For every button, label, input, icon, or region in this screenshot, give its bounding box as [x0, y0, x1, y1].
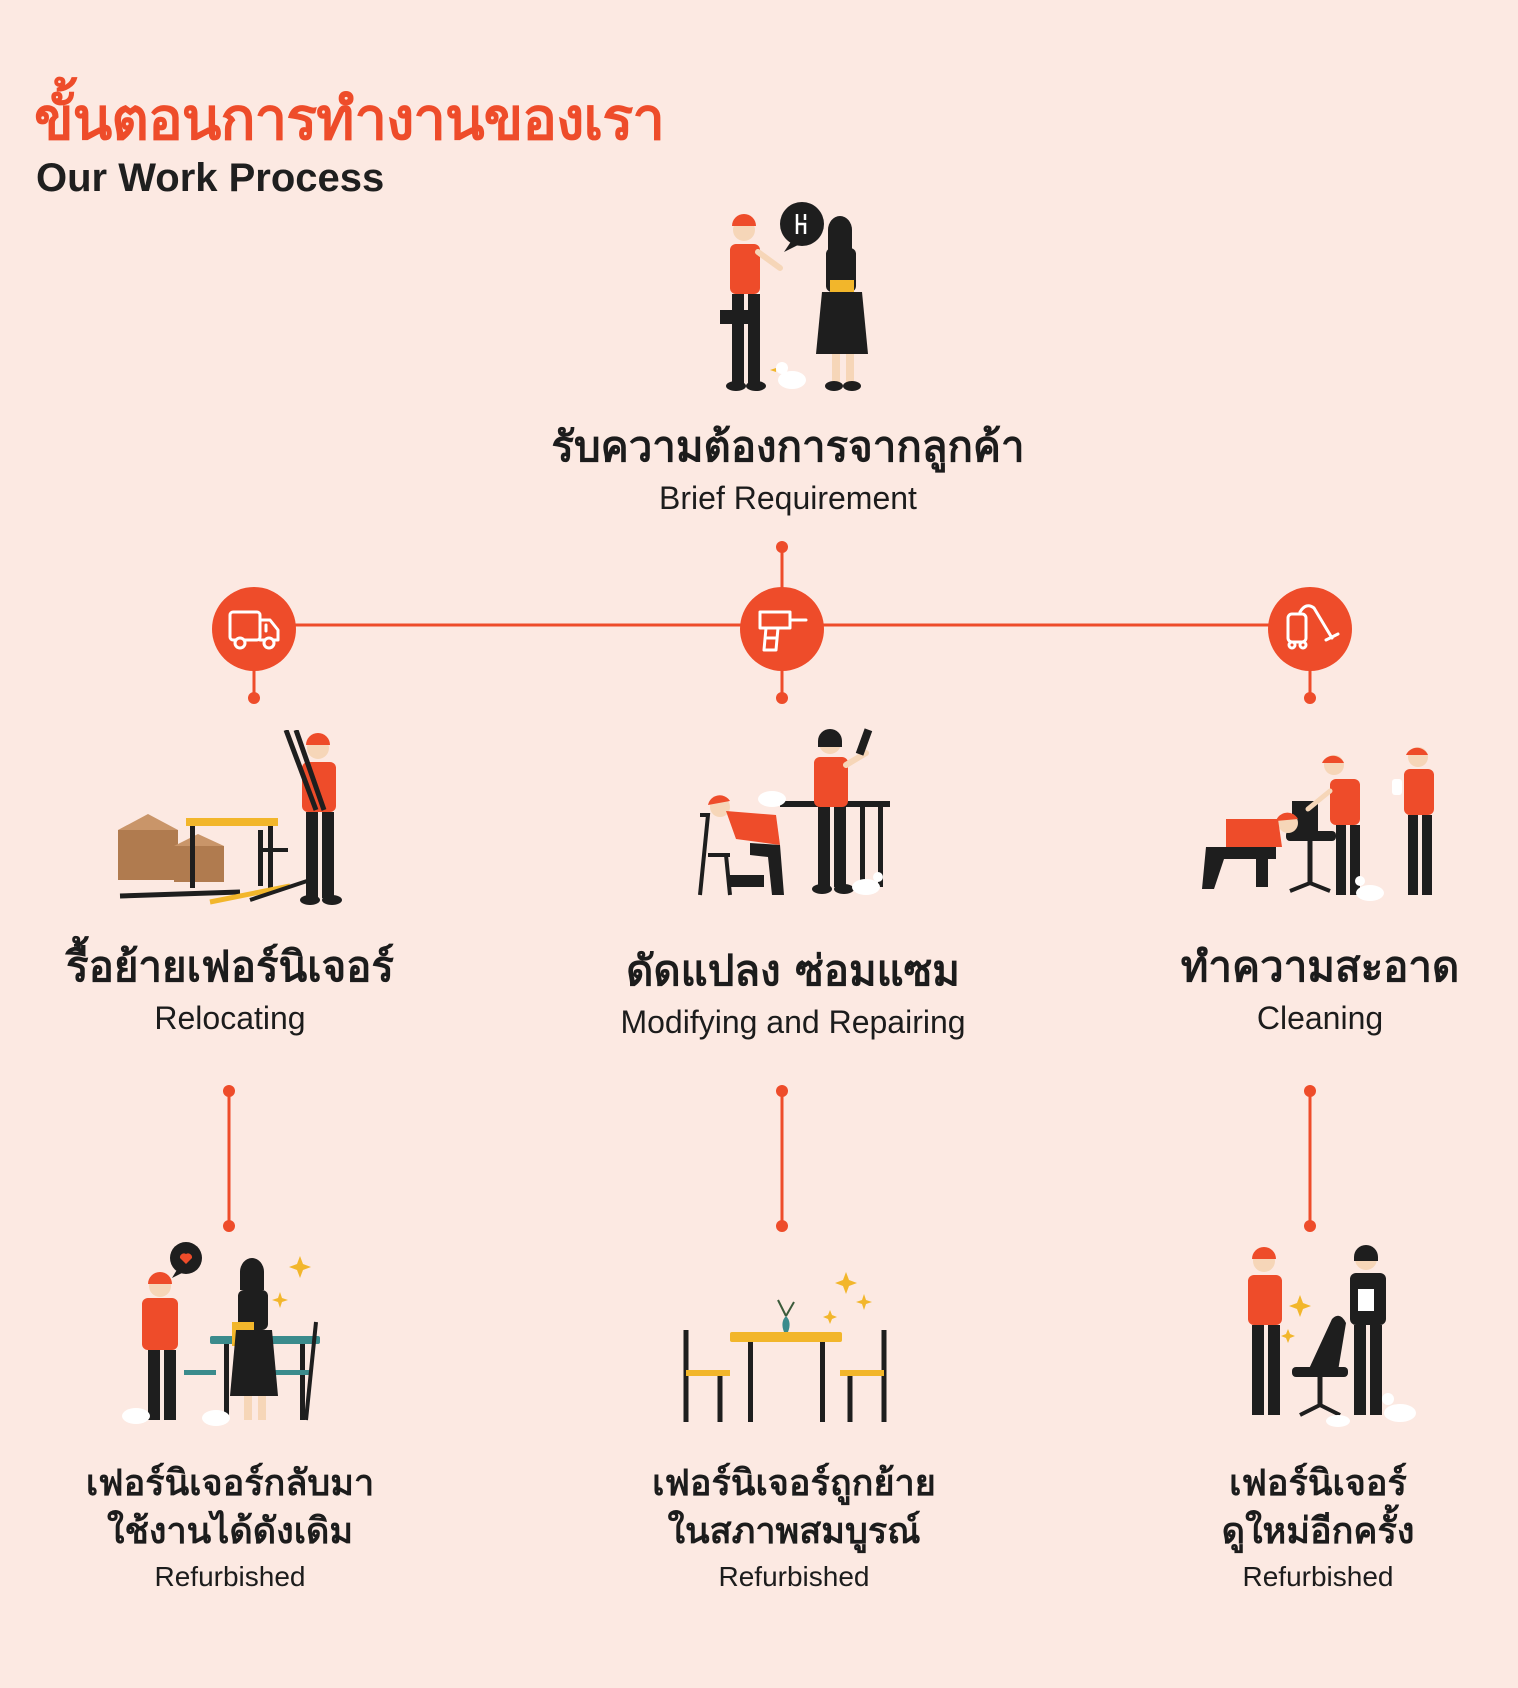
outcome-label-en: Refurbished: [154, 1561, 306, 1593]
outcome-label-en: Refurbished: [718, 1561, 870, 1593]
table-and-chairs-sparkling-illustration: [683, 1272, 887, 1422]
power-drill-icon: [740, 587, 824, 704]
step-label-en: Brief Requirement: [659, 480, 917, 517]
step-label-th: รื้อย้ายเฟอร์นิเจอร์: [66, 942, 394, 991]
outcome-3: เฟอร์นิเจอร์ ดูใหม่อีกครั้ง Refurbished: [1222, 1460, 1415, 1593]
connector-outcome-3: [1304, 1085, 1316, 1232]
worker-talking-with-customer-illustration: [720, 202, 868, 391]
workers-repairing-furniture-illustration: [698, 728, 890, 896]
step-label-th: ดัดแปลง ซ่อมแซม: [626, 946, 960, 995]
outcome-1: เฟอร์นิเจอร์กลับมา ใช้งานได้ดังเดิม Refu…: [86, 1460, 374, 1593]
workers-with-renewed-office-chair-illustration: [1248, 1245, 1416, 1427]
step-label-th: รับความต้องการจากลูกค้า: [551, 422, 1025, 471]
outcome-line2-th: ใช้งานได้ดังเดิม: [106, 1510, 354, 1552]
step-label-en: Modifying and Repairing: [620, 1004, 966, 1041]
connector-outcome-1: [223, 1085, 235, 1232]
step-relocating: รื้อย้ายเฟอร์นิเจอร์ Relocating: [66, 942, 394, 1037]
step-cleaning: ทำความสะอาด Cleaning: [1181, 942, 1460, 1037]
customer-happy-with-table-set-illustration: [122, 1242, 320, 1426]
outcome-line1-th: เฟอร์นิเจอร์กลับมา: [85, 1463, 375, 1504]
step-modifying-repairing: ดัดแปลง ซ่อมแซม Modifying and Repairing: [620, 946, 965, 1041]
outcome-label-en: Refurbished: [1242, 1561, 1394, 1593]
outcome-line2-th: ดูใหม่อีกครั้ง: [1221, 1510, 1415, 1552]
outcome-line2-th: ในสภาพสมบูรณ์: [667, 1510, 921, 1552]
outcome-2: เฟอร์นิเจอร์ถูกย้าย ในสภาพสมบูรณ์ Refurb…: [652, 1460, 936, 1593]
page-subtitle: Our Work Process: [36, 156, 385, 200]
outcome-line1-th: เฟอร์นิเจอร์ถูกย้าย: [652, 1463, 936, 1504]
moving-truck-icon: [212, 587, 296, 704]
step-label-en: Cleaning: [1256, 1000, 1384, 1037]
worker-with-boxes-and-table-illustration: [118, 730, 342, 905]
outcome-line1-th: เฟอร์นิเจอร์: [1229, 1463, 1407, 1504]
connector-root: [776, 541, 788, 590]
step-label-th: ทำความสะอาด: [1180, 942, 1460, 991]
page-title: ขั้นตอนการทำงานของเรา: [34, 85, 665, 153]
vacuum-cleaner-icon: [1268, 587, 1352, 704]
connector-outcome-2: [776, 1085, 788, 1232]
step-brief-requirement: รับความต้องการจากลูกค้า Brief Requiremen…: [551, 422, 1024, 517]
workers-cleaning-chair-illustration: [1202, 747, 1434, 901]
step-label-en: Relocating: [154, 1000, 306, 1037]
